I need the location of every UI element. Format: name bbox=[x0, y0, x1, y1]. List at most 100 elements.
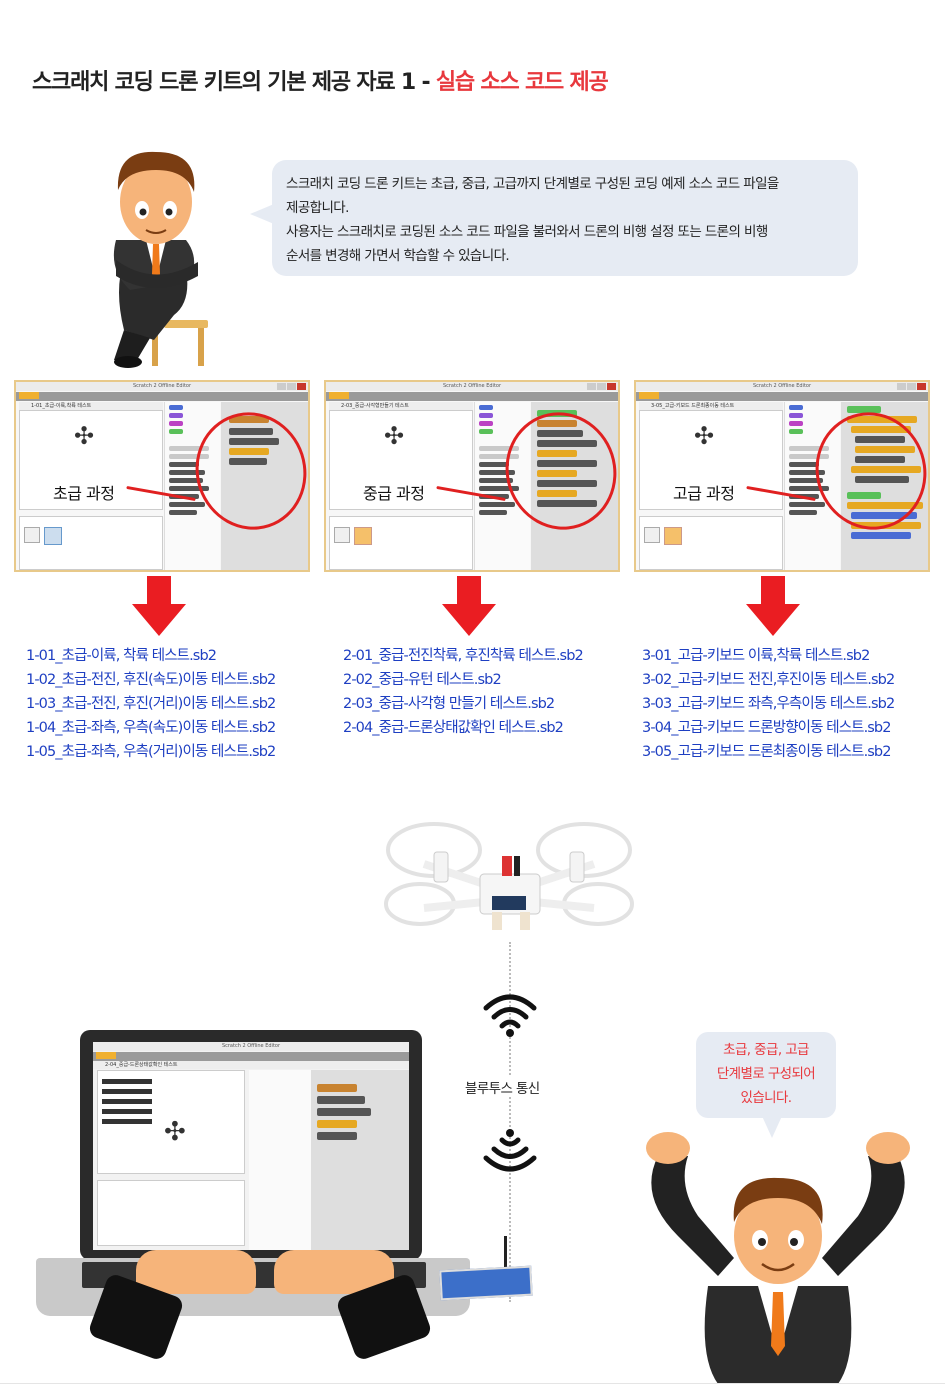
laptop-editor-screen: Scratch 2 Offline Editor 2-04_중급-드론상태값확인… bbox=[93, 1042, 409, 1250]
cat-sprite-thumb bbox=[354, 527, 372, 545]
intro-line: 순서를 변경해 가면서 학습할 수 있습니다. bbox=[286, 248, 510, 264]
editor-window-title: Scratch 2 Offline Editor bbox=[132, 383, 192, 389]
page-title-accent: 실습 소스 코드 제공 bbox=[435, 70, 609, 95]
project-name: 1-01_초급-이륙,착륙 테스트 bbox=[31, 403, 92, 409]
file-item[interactable]: 1-03_초급-전진, 후진(거리)이동 테스트.sb2 bbox=[26, 696, 276, 712]
connection-line bbox=[509, 942, 511, 1302]
editor-window-title: Scratch 2 Offline Editor bbox=[752, 383, 812, 389]
editor-menubar bbox=[326, 392, 618, 401]
minimize-icon bbox=[277, 383, 286, 390]
drone-sprite-thumb bbox=[44, 527, 62, 545]
page-title: 스크래치 코딩 드론 키트의 기본 제공 자료 1 - 실습 소스 코드 제공 bbox=[32, 64, 609, 96]
maximize-icon bbox=[907, 383, 916, 390]
course-stage-label: 중급 과정 bbox=[360, 480, 428, 504]
window-buttons bbox=[277, 383, 306, 390]
sprite-panel bbox=[329, 516, 473, 570]
scratch-logo bbox=[19, 392, 39, 399]
file-item[interactable]: 2-03_중급-사각형 만들기 테스트.sb2 bbox=[343, 696, 555, 712]
scratch-editor-screenshot-beginner: Scratch 2 Offline Editor 1-01_초급-이륙,착륙 테… bbox=[14, 380, 310, 572]
scratch-editor-screenshot-intermediate: Scratch 2 Offline Editor 2-03_중급-사각형만들기 … bbox=[324, 380, 620, 572]
project-name-bar: 2-04_중급-드론상태값확인 테스트 bbox=[93, 1061, 409, 1069]
script-area bbox=[221, 402, 308, 570]
stage-area: ✣ bbox=[97, 1070, 245, 1174]
advanced-file-list: 3-01_고급-키보드 이륙,착륙 테스트.sb2 3-02_고급-키보드 전진… bbox=[642, 644, 895, 764]
project-name-bar: 1-01_초급-이륙,착륙 테스트 bbox=[19, 402, 163, 410]
summary-line: 있습니다. bbox=[740, 1090, 793, 1106]
file-item[interactable]: 3-01_고급-키보드 이륙,착륙 테스트.sb2 bbox=[642, 648, 870, 664]
drone-sprite-icon: ✣ bbox=[74, 422, 95, 450]
summary-speech-bubble: 초급, 중급, 고급 단계별로 구성되어 있습니다. bbox=[696, 1032, 836, 1138]
file-item[interactable]: 3-05_고급-키보드 드론최종이동 테스트.sb2 bbox=[642, 744, 891, 760]
editor-window-title: Scratch 2 Offline Editor bbox=[221, 1043, 281, 1049]
left-hand-illustration bbox=[87, 1250, 266, 1362]
file-item[interactable]: 3-03_고급-키보드 좌측,우측이동 테스트.sb2 bbox=[642, 696, 895, 712]
drone-sprite-icon: ✣ bbox=[164, 1117, 186, 1147]
close-icon bbox=[607, 383, 616, 390]
beginner-file-list: 1-01_초급-이륙, 착륙 테스트.sb2 1-02_초급-전진, 후진(속도… bbox=[26, 644, 276, 764]
editor-menubar bbox=[636, 392, 928, 401]
bluetooth-usb-module bbox=[439, 1265, 533, 1301]
cat-sprite-thumb bbox=[664, 527, 682, 545]
intro-line: 스크래치 코딩 드론 키트는 초급, 중급, 고급까지 단계별로 구성된 코딩 … bbox=[286, 176, 779, 192]
drone-sprite-icon: ✣ bbox=[384, 422, 405, 450]
file-item[interactable]: 3-02_고급-키보드 전진,후진이동 테스트.sb2 bbox=[642, 672, 895, 688]
course-stage-label: 초급 과정 bbox=[50, 480, 118, 504]
file-item[interactable]: 2-01_중급-전진착륙, 후진착륙 테스트.sb2 bbox=[343, 648, 584, 664]
stage-thumb bbox=[24, 527, 40, 543]
file-item[interactable]: 1-01_초급-이륙, 착륙 테스트.sb2 bbox=[26, 648, 217, 664]
project-name-bar: 2-03_중급-사각형만들기 테스트 bbox=[329, 402, 473, 410]
editor-titlebar: Scratch 2 Offline Editor bbox=[93, 1042, 409, 1051]
scratch-logo bbox=[96, 1052, 116, 1059]
maximize-icon bbox=[597, 383, 606, 390]
intro-line: 사용자는 스크래치로 코딩된 소스 코드 파일을 불러와서 드론의 비행 설정 … bbox=[286, 224, 768, 240]
wireless-signal-icon bbox=[483, 1129, 537, 1172]
script-area bbox=[841, 402, 928, 570]
scratch-editor-screenshot-advanced: Scratch 2 Offline Editor 3-05_고급-키보드 드론최… bbox=[634, 380, 930, 572]
summary-line: 초급, 중급, 고급 bbox=[723, 1042, 809, 1058]
close-icon bbox=[297, 383, 306, 390]
file-item[interactable]: 1-04_초급-좌측, 우측(속도)이동 테스트.sb2 bbox=[26, 720, 276, 736]
project-name: 3-05_고급-키보드 드론최종이동 테스트 bbox=[651, 403, 735, 409]
block-palette bbox=[249, 1070, 311, 1250]
stage-thumb bbox=[334, 527, 350, 543]
file-item[interactable]: 2-04_중급-드론상태값확인 테스트.sb2 bbox=[343, 720, 564, 736]
right-hand-illustration bbox=[264, 1250, 434, 1362]
down-arrow-icon bbox=[746, 576, 800, 638]
maximize-icon bbox=[287, 383, 296, 390]
project-name-bar: 3-05_고급-키보드 드론최종이동 테스트 bbox=[639, 402, 783, 410]
file-item[interactable]: 1-05_초급-좌측, 우측(거리)이동 테스트.sb2 bbox=[26, 744, 276, 760]
editor-menubar bbox=[93, 1052, 409, 1061]
script-area bbox=[531, 402, 618, 570]
intermediate-file-list: 2-01_중급-전진착륙, 후진착륙 테스트.sb2 2-02_중급-유턴 테스… bbox=[343, 644, 584, 740]
drone-illustration bbox=[384, 822, 634, 930]
project-name: 2-03_중급-사각형만들기 테스트 bbox=[341, 403, 409, 409]
bluetooth-antenna bbox=[504, 1236, 507, 1272]
summary-line: 단계별로 구성되어 bbox=[716, 1066, 816, 1082]
page-title-main: 스크래치 코딩 드론 키트의 기본 제공 자료 1 - bbox=[32, 70, 436, 95]
bluetooth-label: 블루투스 통신 bbox=[463, 1077, 542, 1097]
down-arrow-icon bbox=[132, 576, 186, 638]
close-icon bbox=[917, 383, 926, 390]
wireless-signal-icon bbox=[483, 994, 537, 1037]
scratch-logo bbox=[639, 392, 659, 399]
drone-sprite-icon: ✣ bbox=[694, 422, 715, 450]
businessman-sitting-illustration bbox=[113, 151, 208, 368]
file-item[interactable]: 1-02_초급-전진, 후진(속도)이동 테스트.sb2 bbox=[26, 672, 276, 688]
stage-thumb bbox=[644, 527, 660, 543]
businessman-arms-up-illustration bbox=[646, 1132, 910, 1384]
script-area bbox=[311, 1070, 409, 1250]
file-item[interactable]: 2-02_중급-유턴 테스트.sb2 bbox=[343, 672, 502, 688]
block-palette bbox=[474, 402, 530, 570]
window-buttons bbox=[587, 383, 616, 390]
editor-titlebar: Scratch 2 Offline Editor bbox=[16, 382, 308, 391]
minimize-icon bbox=[897, 383, 906, 390]
editor-titlebar: Scratch 2 Offline Editor bbox=[326, 382, 618, 391]
course-stage-label: 고급 과정 bbox=[670, 480, 738, 504]
project-name: 2-04_중급-드론상태값확인 테스트 bbox=[105, 1062, 178, 1068]
down-arrow-icon bbox=[442, 576, 496, 638]
page-divider bbox=[0, 1383, 945, 1384]
editor-window-title: Scratch 2 Offline Editor bbox=[442, 383, 502, 389]
file-item[interactable]: 3-04_고급-키보드 드론방향이동 테스트.sb2 bbox=[642, 720, 891, 736]
block-palette bbox=[784, 402, 840, 570]
minimize-icon bbox=[587, 383, 596, 390]
